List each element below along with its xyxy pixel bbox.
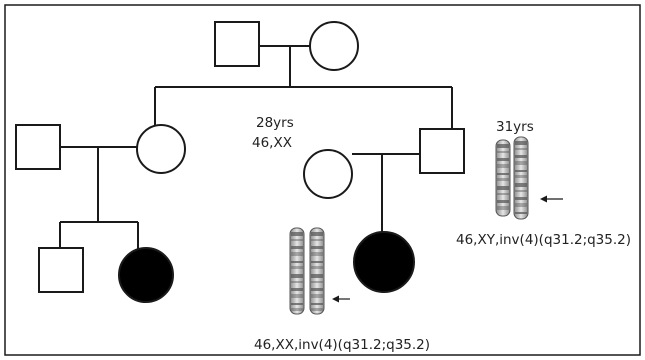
child-karyotype-label: 46,XX,inv(4)(q31.2;q35.2) — [254, 337, 430, 353]
child-inversion-arrow — [332, 295, 350, 303]
chromosome-band — [497, 186, 509, 190]
chromosome-band — [515, 190, 527, 192]
mother-karyotype-label: 46,XX — [252, 135, 292, 151]
chromosome-band — [311, 232, 323, 236]
chromosome-band — [497, 206, 509, 210]
chromosome-band — [515, 148, 527, 150]
chromosome-band — [515, 161, 527, 165]
father-age-label: 31yrs — [496, 119, 534, 135]
in-law-male-symbol — [15, 124, 61, 170]
child-chromosome-pair — [289, 227, 325, 315]
chromosome-band — [515, 183, 527, 187]
chromosome-band — [311, 239, 323, 241]
chromosome-band — [311, 274, 323, 278]
chromosome-band — [291, 281, 303, 283]
child-chromosome-left — [289, 227, 305, 315]
chromosome-band — [311, 308, 323, 311]
chromosome-band — [291, 239, 303, 241]
mother-age-label: 28yrs — [256, 115, 294, 131]
chromosome-band — [515, 141, 527, 145]
chromosome-band — [291, 266, 303, 269]
chromosome-band — [515, 203, 527, 207]
grandfather-male-symbol — [214, 21, 260, 67]
chromosome-band — [515, 170, 527, 172]
affected-proband-female-symbol — [353, 231, 415, 293]
chromosome-band — [311, 252, 323, 256]
chromosome-band — [291, 232, 303, 236]
affected-granddaughter-symbol — [118, 247, 174, 303]
chromosome-band — [291, 252, 303, 256]
chromosome-band — [291, 246, 303, 249]
figure-frame — [4, 4, 641, 356]
chromosome-band — [291, 303, 303, 305]
chromosome-band — [515, 175, 527, 178]
chromosome-band — [497, 144, 509, 148]
chromosome-band — [497, 158, 509, 161]
chromosome-band — [497, 164, 509, 168]
chromosome-band — [515, 155, 527, 158]
chromosome-band — [311, 303, 323, 305]
mother-female-symbol — [303, 149, 353, 199]
father-inversion-arrow — [540, 195, 563, 203]
chromosome-band — [311, 261, 323, 263]
chromosome-band — [497, 200, 509, 203]
grandson-male-symbol — [38, 247, 84, 293]
daughter-female-symbol — [136, 124, 186, 174]
chromosome-band — [291, 261, 303, 263]
chromosome-band — [497, 173, 509, 175]
chromosome-band — [311, 266, 323, 269]
chromosome-band — [311, 294, 323, 298]
chromosome-band — [497, 178, 509, 181]
chromosome-band — [291, 308, 303, 311]
chromosome-band — [515, 212, 527, 214]
chromosome-band — [497, 151, 509, 153]
chromosome-band — [311, 281, 323, 283]
chromosome-band — [291, 274, 303, 278]
chromosome-band — [291, 288, 303, 291]
father-male-symbol — [419, 128, 465, 174]
father-chromosome-pair — [495, 136, 529, 220]
chromosome-band — [497, 193, 509, 195]
grandmother-female-symbol — [309, 21, 359, 71]
chromosome-band — [311, 288, 323, 291]
chromosome-band — [515, 197, 527, 200]
child-chromosome-right — [309, 227, 325, 315]
chromosome-band — [311, 246, 323, 249]
chromosome-band — [291, 294, 303, 298]
father-karyotype-label: 46,XY,inv(4)(q31.2;q35.2) — [456, 232, 631, 248]
